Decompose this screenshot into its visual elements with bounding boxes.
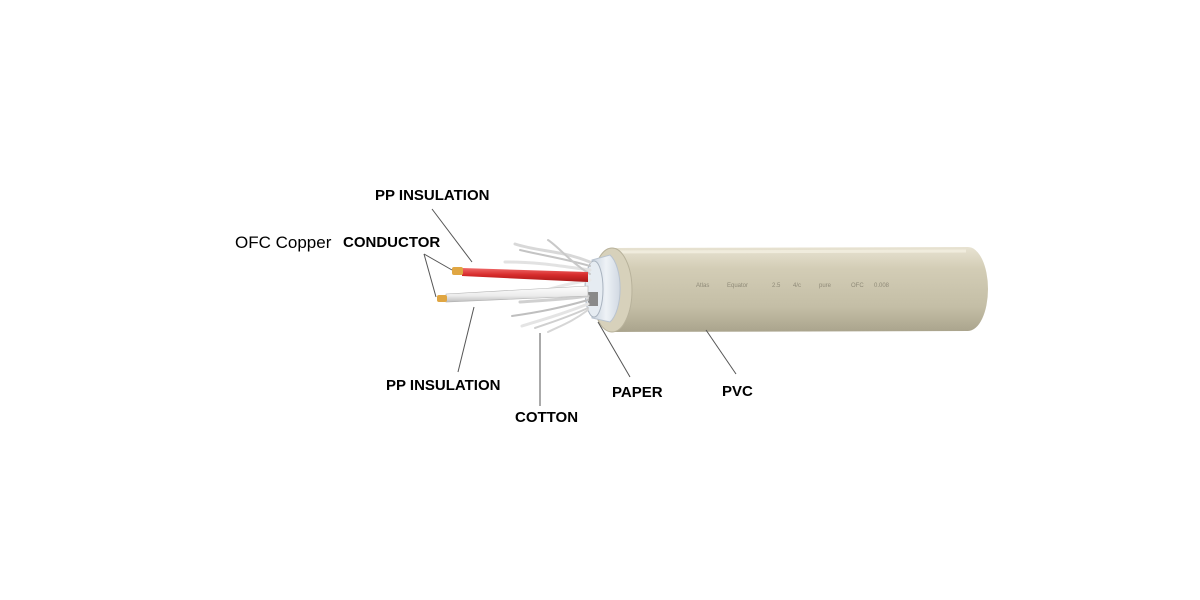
red-insulated-conductor: [452, 267, 588, 282]
leader-conductor-top: [423, 253, 453, 271]
jacket-print-1: Atlas: [696, 283, 709, 289]
label-pp-insulation-bottom: PP INSULATION: [386, 377, 501, 394]
jacket-print: Atlas Equator 2.5 4/c pure OFC 0.008: [696, 283, 890, 289]
label-pp-insulation-top: PP INSULATION: [375, 187, 490, 204]
leader-pp-insulation-bottom: [457, 306, 475, 373]
leader-conductor-bottom: [423, 253, 437, 298]
jacket-print-5: pure: [819, 283, 832, 289]
label-paper: PAPER: [612, 384, 663, 401]
label-pvc: PVC: [722, 383, 753, 400]
jacket-print-6: OFC: [851, 283, 864, 289]
label-ofc-copper: OFC Copper: [235, 233, 332, 252]
label-conductor: CONDUCTOR: [343, 234, 441, 251]
leader-pvc: [705, 329, 737, 375]
leader-pp-insulation-top: [431, 208, 473, 263]
label-cotton: COTTON: [515, 409, 579, 426]
leader-paper: [597, 321, 631, 378]
jacket-print-7: 0.008: [874, 283, 890, 289]
white-insulated-conductor: [437, 285, 589, 303]
paper-layer: [584, 254, 621, 323]
cotton-filler: [503, 239, 592, 333]
jacket-print-2: Equator: [727, 283, 748, 289]
leader-lines: [423, 208, 737, 406]
jacket-print-3: 2.5: [772, 283, 781, 289]
jacket-print-4: 4/c: [793, 283, 801, 289]
pvc-jacket: [591, 247, 988, 333]
